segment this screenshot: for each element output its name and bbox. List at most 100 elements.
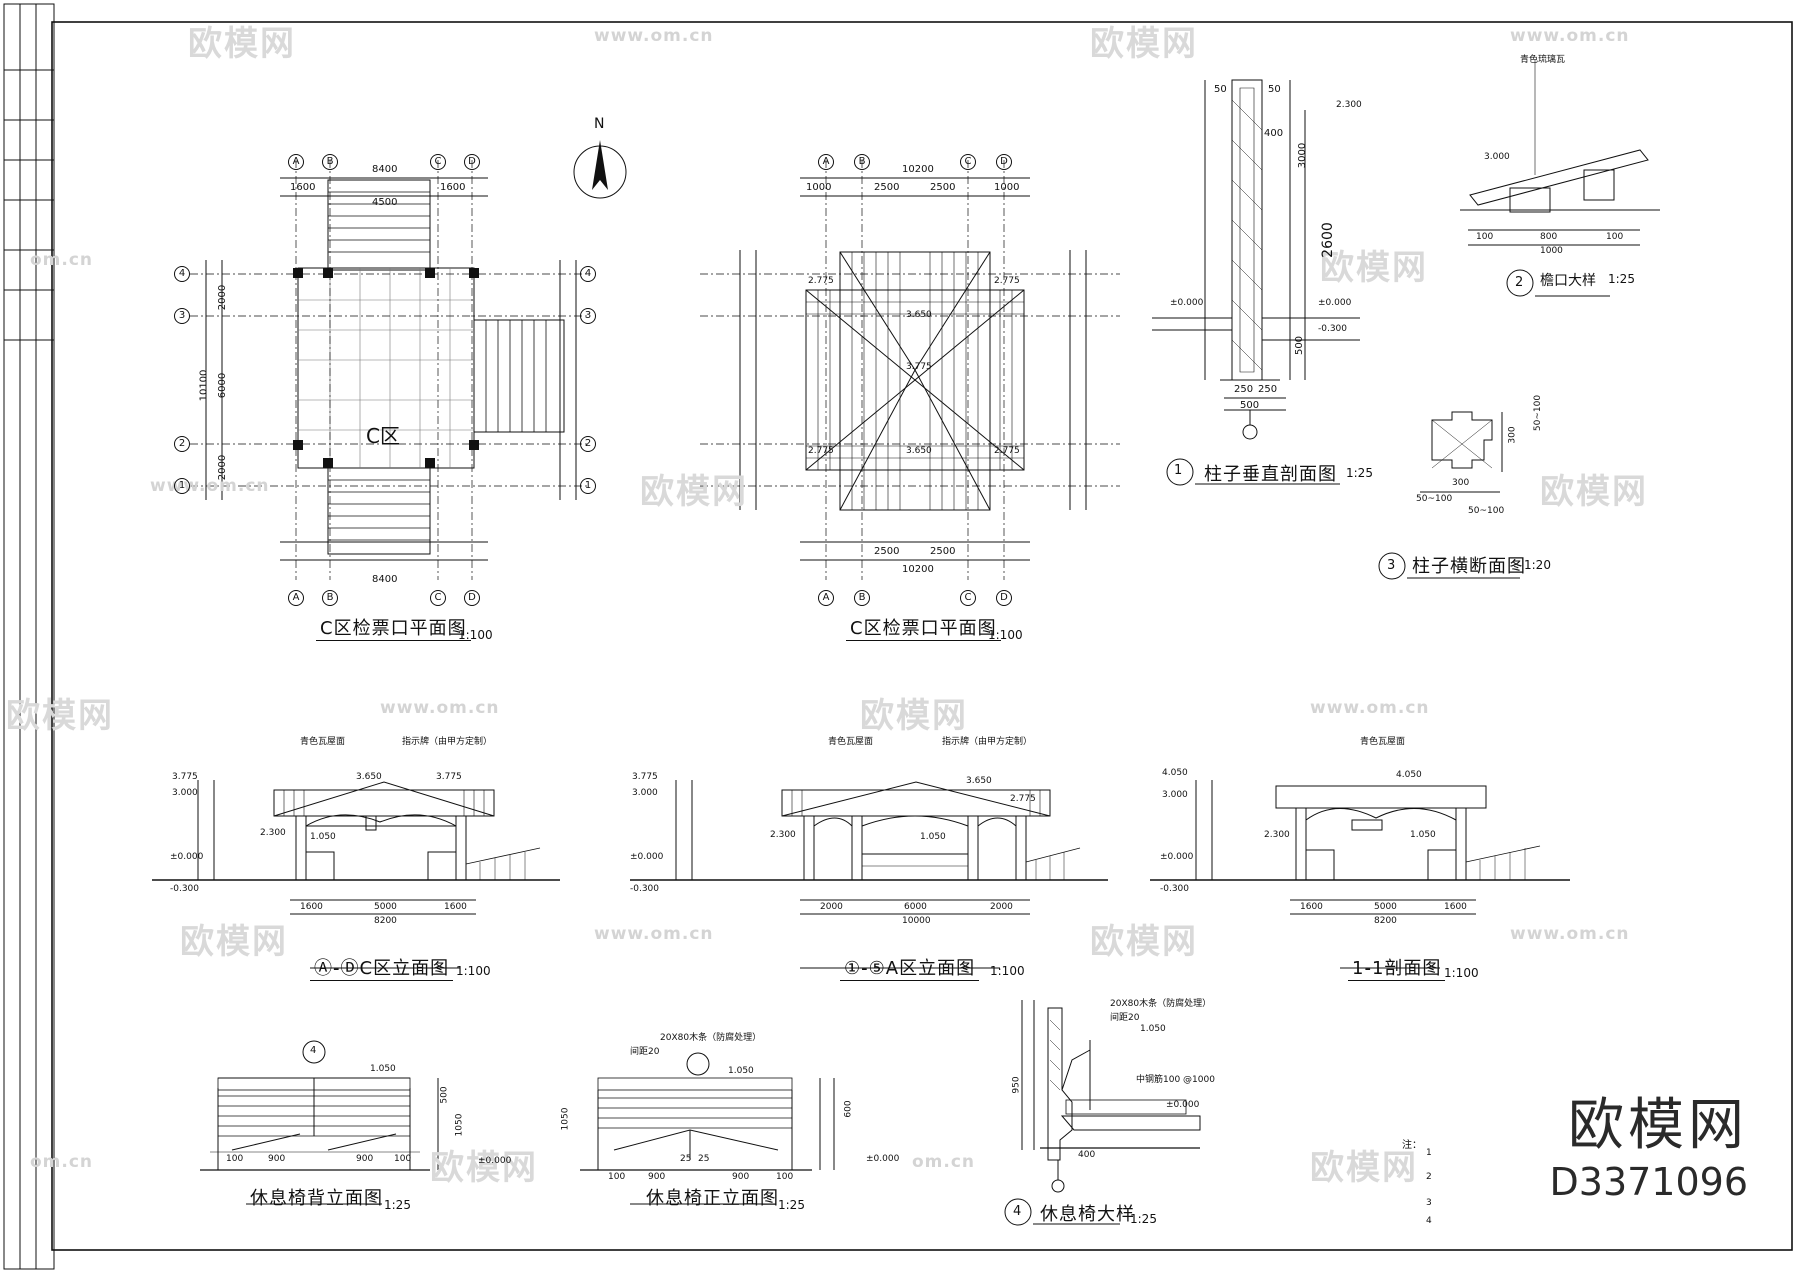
dim-label: 1000 xyxy=(994,182,1020,193)
bench-note: 间距20 xyxy=(1110,1013,1140,1023)
dim-label: 900 xyxy=(648,1172,666,1182)
dim-label: 2000 xyxy=(820,902,843,912)
brand-id: D3371096 xyxy=(1549,1160,1749,1204)
level-label: 1.050 xyxy=(370,1064,396,1074)
notes-header: 注： xyxy=(1402,1140,1422,1151)
watermark-brand: 欧模网 xyxy=(430,1148,538,1188)
dim-label: 950 xyxy=(1011,1076,1022,1094)
bench-detail-title: 休息椅大样 xyxy=(1040,1204,1135,1225)
axis-bubble: C xyxy=(430,590,446,606)
dim-label: 300 xyxy=(1507,426,1518,444)
dim-label: 50~100 xyxy=(1416,494,1453,504)
axis-bubble: 2 xyxy=(580,436,596,452)
level-label: ±0.000 xyxy=(630,852,664,862)
watermark-brand: 欧模网 xyxy=(1320,248,1428,288)
level-label: ±0.000 xyxy=(1166,1100,1200,1110)
sign-note: 指示牌（由甲方定制） xyxy=(942,737,1033,747)
level-label: 2.300 xyxy=(1264,830,1290,840)
level-label: ±0.000 xyxy=(478,1156,512,1166)
note-item: 2 xyxy=(1426,1172,1432,1182)
brand-logo: 欧模网 xyxy=(1568,1093,1748,1158)
dim-label: 1600 xyxy=(1444,902,1467,912)
axis-bubble: 3 xyxy=(580,308,596,324)
level-label: 1.050 xyxy=(1410,830,1436,840)
elev-b-scale: 1:100 xyxy=(990,964,1025,978)
dim-label: 1050 xyxy=(454,1113,465,1137)
watermark-brand: 欧模网 xyxy=(6,696,114,736)
axis-bubble: D xyxy=(464,590,480,606)
dim-label: 2000 xyxy=(217,284,229,311)
eave-scale: 1:25 xyxy=(1608,272,1635,286)
note-item: 4 xyxy=(1426,1216,1432,1226)
watermark-url: om.cn xyxy=(912,1152,976,1172)
rebar-note: 中钢筋100 @1000 xyxy=(1136,1075,1215,1085)
dim-label: 2500 xyxy=(874,546,900,557)
watermark-brand: 欧模网 xyxy=(1540,472,1648,512)
level-label: 1.050 xyxy=(728,1066,754,1076)
watermark-brand: 欧模网 xyxy=(640,472,748,512)
axis-bubble: B xyxy=(322,154,338,170)
dim-label: 10000 xyxy=(902,916,931,926)
plan2-title: C区检票口平面图 xyxy=(846,614,1001,641)
watermark-url: www.om.cn xyxy=(1310,698,1430,718)
level-label: 3.000 xyxy=(1162,790,1188,800)
dim-label: 8400 xyxy=(372,574,398,585)
bench-detail-scale: 1:25 xyxy=(1130,1212,1157,1226)
axis-bubble: 3 xyxy=(174,308,190,324)
dim-label: 8200 xyxy=(374,916,397,926)
note-item: 1 xyxy=(1426,1148,1432,1158)
bench-back-scale: 1:25 xyxy=(384,1198,411,1212)
level-label: 2.300 xyxy=(770,830,796,840)
bench-note: 20X80木条（防腐处理） xyxy=(1110,999,1212,1009)
dim-label: 100 xyxy=(608,1172,626,1182)
level-label: -0.300 xyxy=(1318,324,1348,334)
watermark-url: www.om.cn xyxy=(1510,26,1630,46)
dim-label: 600 xyxy=(843,1100,854,1118)
level-label: 3.000 xyxy=(1484,152,1510,162)
level-label: 3.775 xyxy=(172,772,198,782)
axis-bubble: 4 xyxy=(174,266,190,282)
level-label: -0.300 xyxy=(630,884,660,894)
watermark-url: www.om.cn xyxy=(1510,924,1630,944)
watermark-brand: 欧模网 xyxy=(1310,1148,1418,1188)
dim-label: 6000 xyxy=(217,372,229,399)
level-label: 3.650 xyxy=(906,310,932,320)
roof-note: 青色瓦屋面 xyxy=(300,737,346,747)
col-section-scale: 1:25 xyxy=(1346,466,1373,480)
level-label: 3.650 xyxy=(906,446,932,456)
dim-label: 50~100 xyxy=(1533,394,1544,432)
dim-label: 25 xyxy=(680,1154,692,1164)
dim-label: 500 xyxy=(439,1086,450,1104)
dim-label: 900 xyxy=(732,1172,750,1182)
dim-label: 250 xyxy=(1234,384,1254,395)
dim-label: 1050 xyxy=(560,1107,571,1131)
dim-label: 500 xyxy=(1294,335,1306,356)
dim-label: 10100 xyxy=(198,369,210,402)
axis-bubble: C xyxy=(960,154,976,170)
zone-label: C区 xyxy=(366,424,400,448)
detail-marker: 4 xyxy=(310,1045,317,1056)
dim-label: 100 xyxy=(776,1172,794,1182)
dim-label: 1600 xyxy=(1300,902,1323,912)
detail-number: 2 xyxy=(1515,275,1524,290)
bench-note: 间距20 xyxy=(630,1047,660,1057)
level-label: ±0.000 xyxy=(170,852,204,862)
level-label: ±0.000 xyxy=(1170,298,1204,308)
watermark-url: om.cn xyxy=(30,1152,94,1172)
roof-note: 青色瓦屋面 xyxy=(828,737,874,747)
detail-number: 4 xyxy=(1013,1204,1022,1219)
level-label: ±0.000 xyxy=(866,1154,900,1164)
elev-b-title: ①-⑤A区立面图 xyxy=(840,954,980,981)
dim-label: 400 xyxy=(1264,128,1284,139)
axis-bubble: B xyxy=(854,590,870,606)
level-label: 1.050 xyxy=(310,832,336,842)
dim-label: 300 xyxy=(1452,478,1470,488)
detail-number: 3 xyxy=(1387,558,1396,573)
col-cross-title: 柱子横断面图 xyxy=(1412,556,1526,577)
axis-bubble: A xyxy=(288,590,304,606)
dim-label: 5000 xyxy=(1374,902,1397,912)
level-label: 3.000 xyxy=(632,788,658,798)
watermark-url: www.om.cn xyxy=(380,698,500,718)
section11-scale: 1:100 xyxy=(1444,966,1479,980)
